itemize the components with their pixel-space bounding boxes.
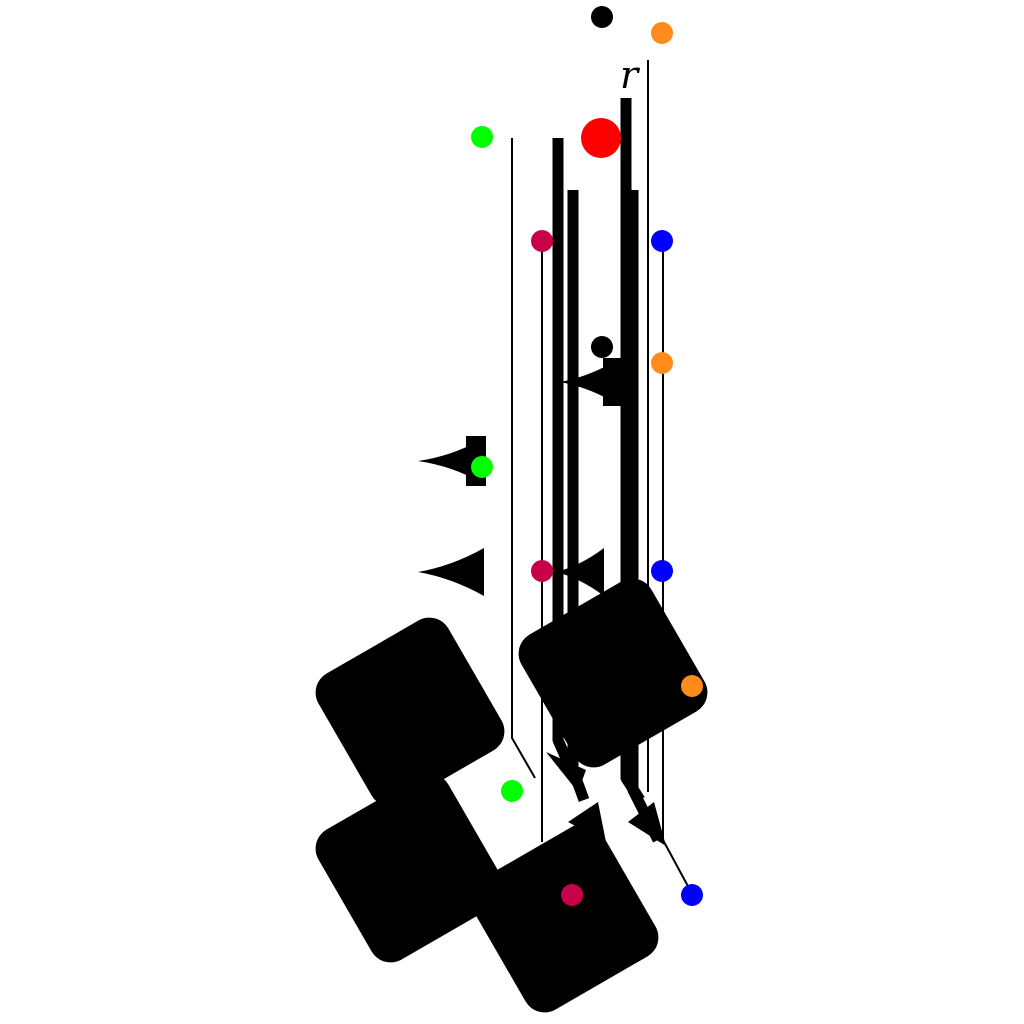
dots — [471, 6, 703, 906]
left-arrow-top-bar — [603, 358, 623, 406]
left-arrow-mid — [556, 548, 604, 596]
left-arrows — [418, 358, 623, 596]
square-upper-right — [518, 578, 708, 768]
dot-blue-upper — [651, 230, 673, 252]
left-arrow-green — [418, 440, 480, 482]
dot-green-low — [501, 780, 523, 802]
square-lower-left — [315, 773, 505, 963]
square-upper-left — [315, 617, 505, 807]
square-lower-right — [469, 823, 659, 1013]
dot-green-top — [471, 126, 493, 148]
dot-orange-top — [651, 22, 673, 44]
dot-crimson-mid — [531, 560, 553, 582]
arrowhead-3 — [628, 802, 666, 846]
dot-green-mid — [471, 456, 493, 478]
dot-red-large — [581, 118, 621, 158]
dot-blue-mid — [651, 560, 673, 582]
dot-orange-mid — [651, 352, 673, 374]
left-arrow-crimson — [418, 548, 484, 596]
dot-black-top — [591, 6, 613, 28]
arrowhead-1 — [546, 752, 586, 792]
label-r: r — [620, 53, 641, 97]
rotated-squares — [315, 578, 708, 1013]
thick-bar-1 — [552, 138, 578, 775]
dot-blue-low — [681, 884, 703, 906]
thin-line-left — [511, 138, 536, 779]
dot-crimson-upper — [531, 230, 553, 252]
dot-crimson-low — [561, 884, 583, 906]
dot-black-mid — [591, 336, 613, 358]
dot-orange-low — [681, 675, 703, 697]
